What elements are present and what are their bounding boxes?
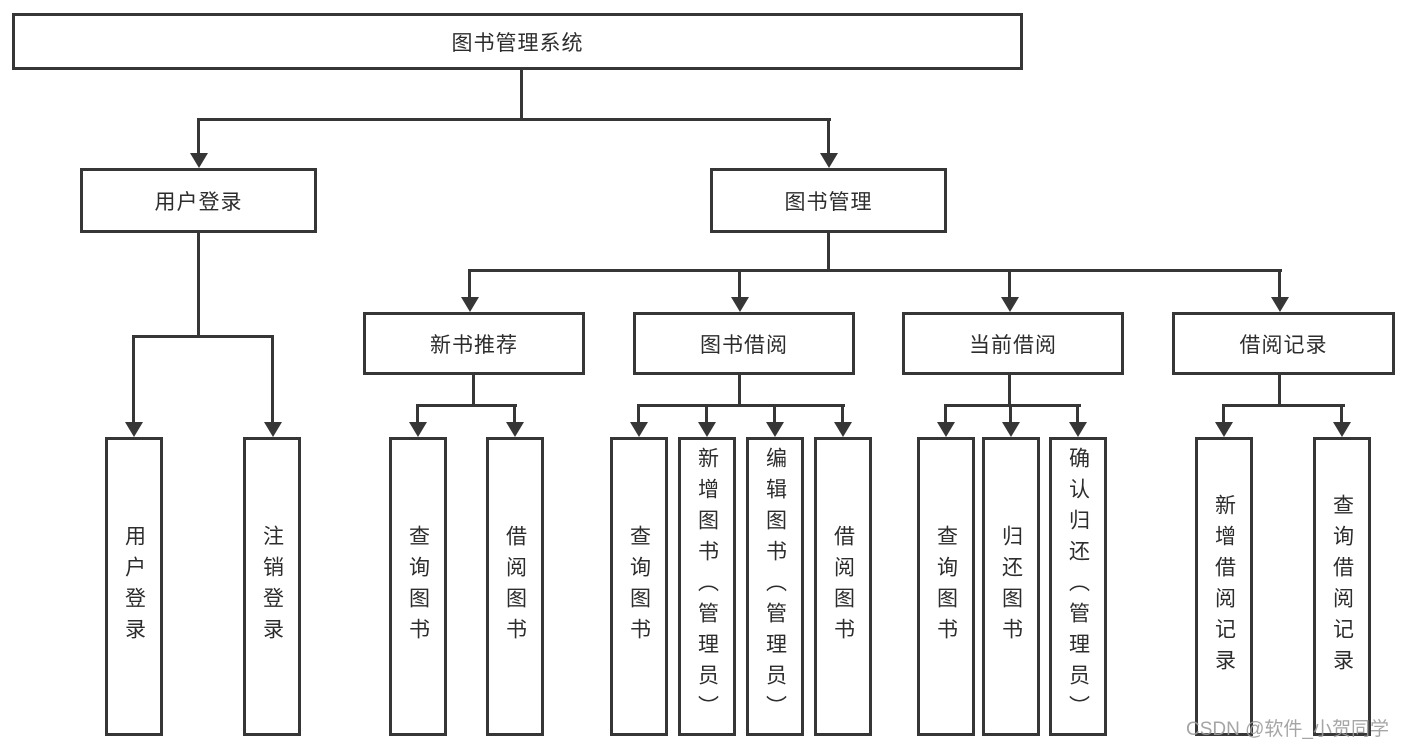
arrowhead-down-icon bbox=[820, 153, 838, 168]
connector-line bbox=[271, 337, 274, 423]
connector-line bbox=[827, 120, 830, 154]
connector-line bbox=[637, 406, 640, 423]
connector-line bbox=[197, 118, 831, 121]
arrowhead-down-icon bbox=[1271, 297, 1289, 312]
node-label: 查询图书 bbox=[627, 524, 651, 649]
node-current-borrow: 当前借阅 bbox=[902, 312, 1124, 375]
arrowhead-down-icon bbox=[264, 422, 282, 437]
leaf-add-books-admin: 新增图书（管理员） bbox=[678, 437, 736, 736]
arrowhead-down-icon bbox=[698, 422, 716, 437]
connector-line bbox=[1076, 406, 1079, 423]
arrowhead-down-icon bbox=[461, 297, 479, 312]
node-book-management: 图书管理 bbox=[710, 168, 947, 233]
connector-line bbox=[197, 233, 200, 337]
connector-line bbox=[738, 271, 741, 299]
arrowhead-down-icon bbox=[834, 422, 852, 437]
connector-line bbox=[827, 233, 830, 271]
node-label: 借阅图书 bbox=[831, 524, 855, 649]
node-label: 图书管理 bbox=[784, 190, 873, 214]
connector-line bbox=[944, 406, 947, 423]
connector-line bbox=[468, 271, 471, 299]
leaf-user-login: 用户登录 bbox=[105, 437, 163, 736]
arrowhead-down-icon bbox=[125, 422, 143, 437]
node-label: 借阅记录 bbox=[1239, 333, 1328, 357]
arrowhead-down-icon bbox=[731, 297, 749, 312]
arrowhead-down-icon bbox=[766, 422, 784, 437]
connector-line bbox=[841, 406, 844, 423]
node-label: 查询图书 bbox=[934, 524, 958, 649]
node-label: 用户登录 bbox=[122, 524, 146, 649]
leaf-confirm-return-admin: 确认归还（管理员） bbox=[1049, 437, 1107, 736]
node-book-borrow: 图书借阅 bbox=[633, 312, 855, 375]
node-label: 注销登录 bbox=[260, 524, 284, 649]
leaf-borrow-books: 借阅图书 bbox=[814, 437, 872, 736]
node-label: 新增图书（管理员） bbox=[695, 447, 719, 726]
connector-line bbox=[637, 404, 845, 407]
node-label: 编辑图书（管理员） bbox=[763, 447, 787, 726]
arrowhead-down-icon bbox=[630, 422, 648, 437]
arrowhead-down-icon bbox=[1069, 422, 1087, 437]
node-label: 查询借阅记录 bbox=[1330, 493, 1354, 680]
connector-line bbox=[520, 68, 523, 120]
node-user-login: 用户登录 bbox=[80, 168, 317, 233]
arrowhead-down-icon bbox=[506, 422, 524, 437]
leaf-logout: 注销登录 bbox=[243, 437, 301, 736]
leaf-return-books: 归还图书 bbox=[982, 437, 1040, 736]
connector-line bbox=[773, 406, 776, 423]
leaf-query-books-borrow: 查询图书 bbox=[610, 437, 668, 736]
node-label: 归还图书 bbox=[999, 524, 1023, 649]
node-label: 当前借阅 bbox=[969, 333, 1057, 357]
arrowhead-down-icon bbox=[937, 422, 955, 437]
connector-line bbox=[416, 406, 419, 423]
node-label: 确认归还（管理员） bbox=[1066, 447, 1090, 726]
connector-line bbox=[1008, 271, 1011, 299]
node-label: 图书管理系统 bbox=[451, 31, 584, 55]
connector-line bbox=[1278, 271, 1281, 299]
connector-line bbox=[513, 406, 516, 423]
connector-line bbox=[738, 375, 741, 406]
leaf-query-books-recommend: 查询图书 bbox=[389, 437, 447, 736]
connector-line bbox=[1008, 375, 1011, 406]
arrowhead-down-icon bbox=[1002, 422, 1020, 437]
node-label: 图书借阅 bbox=[700, 333, 788, 357]
leaf-borrow-books-recommend: 借阅图书 bbox=[486, 437, 544, 736]
connector-line bbox=[468, 269, 1282, 272]
connector-line bbox=[1222, 404, 1345, 407]
node-label: 借阅图书 bbox=[503, 524, 527, 649]
connector-line bbox=[1340, 406, 1343, 423]
node-new-book-recommend: 新书推荐 bbox=[363, 312, 585, 375]
arrowhead-down-icon bbox=[409, 422, 427, 437]
node-label: 新增借阅记录 bbox=[1212, 493, 1236, 680]
csdn-watermark: CSDN @软件_小贺同学 bbox=[1186, 719, 1389, 740]
arrowhead-down-icon bbox=[1001, 297, 1019, 312]
node-label: 新书推荐 bbox=[430, 333, 518, 357]
arrowhead-down-icon bbox=[190, 153, 208, 168]
connector-line bbox=[1278, 375, 1281, 406]
node-borrow-records: 借阅记录 bbox=[1172, 312, 1395, 375]
node-label: 查询图书 bbox=[406, 524, 430, 649]
connector-line bbox=[197, 120, 200, 154]
leaf-query-books-current: 查询图书 bbox=[917, 437, 975, 736]
connector-line bbox=[944, 404, 1081, 407]
node-label: 用户登录 bbox=[154, 190, 243, 214]
connector-line bbox=[1222, 406, 1225, 423]
node-system-root: 图书管理系统 bbox=[12, 13, 1023, 70]
arrowhead-down-icon bbox=[1333, 422, 1351, 437]
leaf-add-borrow-record: 新增借阅记录 bbox=[1195, 437, 1253, 736]
leaf-edit-books-admin: 编辑图书（管理员） bbox=[746, 437, 804, 736]
connector-line bbox=[1009, 406, 1012, 423]
connector-line bbox=[472, 375, 475, 406]
connector-line bbox=[132, 337, 135, 423]
connector-line bbox=[132, 335, 274, 338]
arrowhead-down-icon bbox=[1215, 422, 1233, 437]
leaf-query-borrow-record: 查询借阅记录 bbox=[1313, 437, 1371, 736]
connector-line bbox=[705, 406, 708, 423]
connector-line bbox=[416, 404, 517, 407]
